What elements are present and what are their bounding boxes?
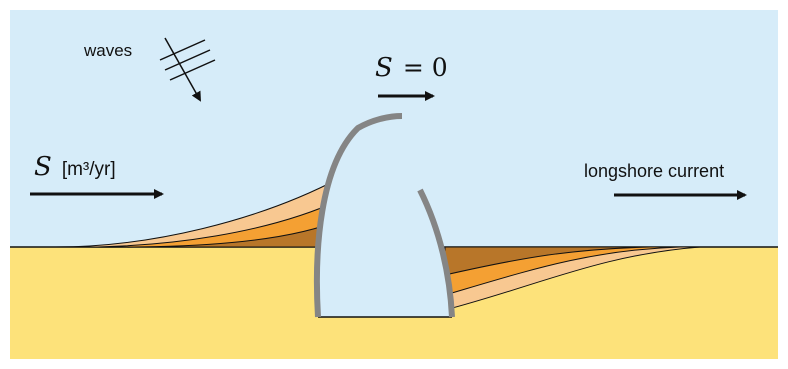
zero-transport-label: S = 0 [375, 53, 448, 83]
right-breakwater [417, 188, 455, 318]
left-breakwater [313, 113, 403, 318]
longshore-current-label: longshore current [584, 161, 724, 181]
waves-label: waves [83, 41, 132, 60]
transport-symbol: S [34, 152, 52, 182]
zero-transport-symbol: S [375, 53, 393, 83]
zero-transport-value: = 0 [403, 53, 448, 82]
transport-rate-label: S [m³/yr] [34, 152, 116, 182]
harbor-basin [316, 116, 452, 317]
waves-icon [159, 37, 216, 102]
transport-unit: [m³/yr] [62, 159, 116, 180]
downdrift-layer-dark [444, 246, 651, 276]
